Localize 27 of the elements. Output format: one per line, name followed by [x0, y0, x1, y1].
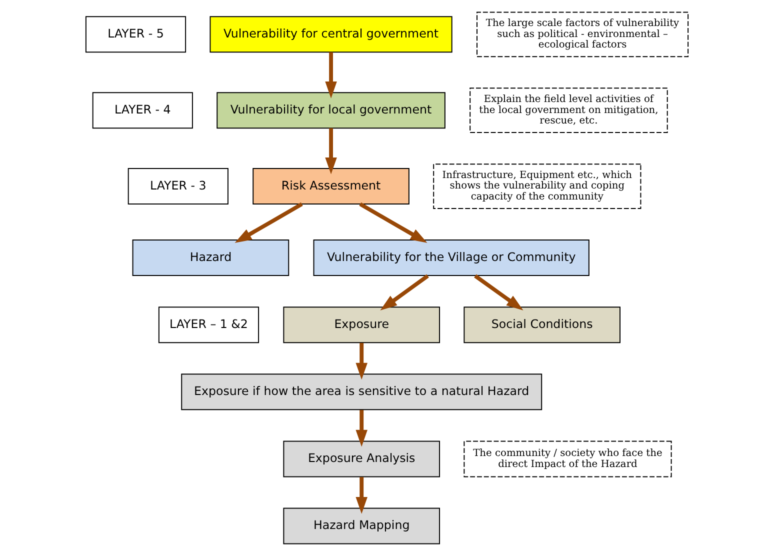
arrow — [234, 202, 303, 243]
node-box: Social Conditions — [464, 306, 620, 344]
node-box: LAYER – 1 &2 — [158, 306, 260, 344]
node-box: Hazard — [132, 240, 290, 276]
node-box: LAYER - 4 — [92, 92, 193, 129]
node-box: Explain the field level activities of the local government on mitigation, rescue, etc. — [470, 88, 668, 134]
node-box: The large scale factors of vulnerability such as political - environmental – ecological factors — [476, 12, 689, 58]
node-box: Hazard Mapping — [283, 508, 440, 544]
node-box: Risk Assessment — [252, 168, 410, 205]
node-box: Exposure Analysis — [283, 440, 440, 478]
node-box: Infrastructure, Equipment etc., which shows the vulnerability and coping capacity of the community — [433, 164, 642, 209]
arrow — [474, 274, 524, 310]
node-box: Vulnerability for the Village or Community — [313, 240, 590, 276]
node-box: The community / society who face the direct Impact of the Hazard — [464, 440, 672, 478]
arrow — [325, 128, 337, 174]
arrow — [356, 477, 368, 514]
arrow — [380, 274, 429, 310]
arrow — [356, 410, 368, 447]
arrow — [325, 52, 337, 98]
arrow — [359, 202, 428, 243]
node-box: Vulnerability for local government — [216, 92, 446, 129]
node-box: LAYER - 5 — [85, 16, 186, 53]
arrow — [356, 342, 368, 380]
node-box: Vulnerability for central government — [210, 16, 452, 53]
node-box: Exposure — [283, 306, 440, 344]
node-box: Exposure if how the area is sensitive to a natural Hazard — [181, 374, 542, 410]
node-box: LAYER - 3 — [128, 168, 228, 205]
